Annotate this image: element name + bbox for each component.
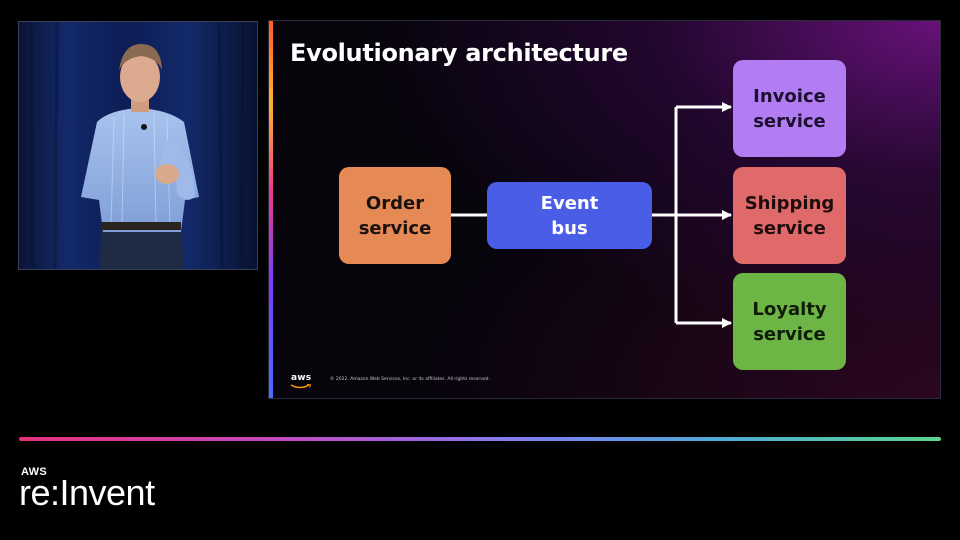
copyright-text: © 2022, Amazon Web Services, Inc. or its… (330, 377, 490, 382)
shipping-service-box: Shipping service (733, 167, 846, 264)
loyalty-service-box: Loyalty service (733, 273, 846, 370)
event-bus-box: Event bus (487, 182, 652, 249)
order-service-box: Order service (339, 167, 451, 264)
invoice-service-box: Invoice service (733, 60, 846, 157)
aws-smile-icon (290, 384, 312, 389)
diagram-connectors (451, 102, 732, 328)
aws-logo-text: aws (291, 373, 312, 383)
slide: Evolutionary architecture Order service … (268, 20, 941, 399)
speaker-video (18, 21, 258, 270)
slide-title: Evolutionary architecture (290, 39, 628, 67)
speaker-image (19, 22, 257, 269)
gradient-divider (19, 437, 941, 441)
brand-aws-text: AWS (21, 466, 47, 478)
brand-reinvent-text: re:Invent (19, 472, 155, 513)
slide-accent-bar (269, 21, 273, 398)
